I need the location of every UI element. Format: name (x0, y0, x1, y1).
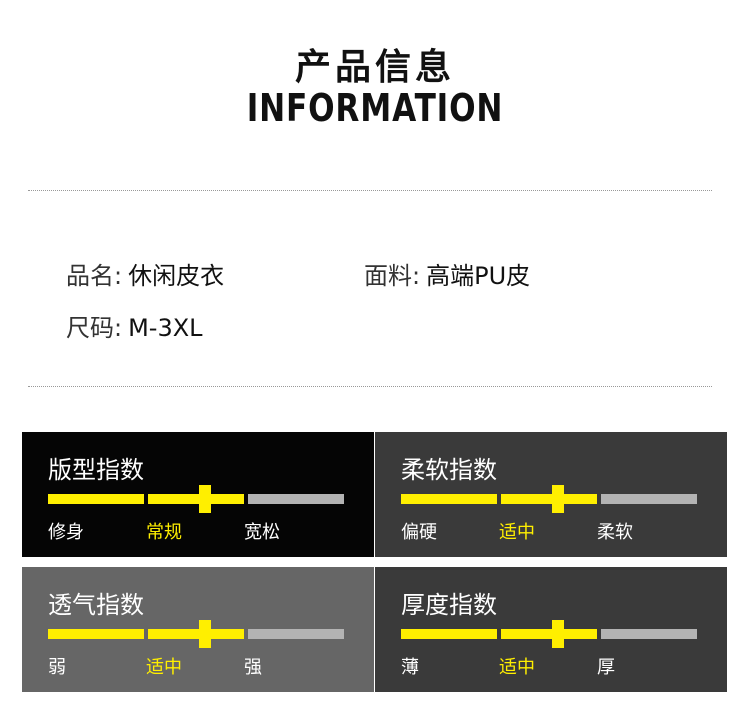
bar-segment-middle (501, 494, 597, 504)
bar-segment-left (48, 494, 144, 504)
info-size-value: M-3XL (128, 314, 203, 342)
scale-label-low: 弱 (48, 657, 66, 678)
bar-segment-left (48, 629, 144, 639)
index-bar (401, 485, 697, 513)
bar-segment-middle (148, 629, 244, 639)
info-material-label: 面料: (364, 262, 421, 290)
scale-label-low: 偏硬 (401, 522, 437, 543)
scale-label-high: 强 (244, 657, 262, 678)
page-title-en: INFORMATION (246, 86, 504, 130)
panel-title: 厚度指数 (401, 591, 497, 619)
info-size-label: 尺码: (66, 314, 123, 342)
panel-thickness-index: 厚度指数 薄 适中 厚 (375, 567, 727, 692)
page-title-cn: 产品信息 (294, 47, 455, 88)
scale-label-mid: 常规 (146, 522, 182, 543)
info-name-label: 品名: (66, 262, 123, 290)
bar-segment-middle (501, 629, 597, 639)
panel-fit-index: 版型指数 修身 常规 宽松 (22, 432, 374, 557)
panel-title: 版型指数 (48, 456, 144, 484)
scale-label-high: 宽松 (244, 522, 280, 543)
bar-segment-right (601, 629, 697, 639)
panel-title: 透气指数 (48, 591, 144, 619)
bar-segment-left (401, 629, 497, 639)
index-bar (48, 485, 344, 513)
index-marker (198, 620, 211, 648)
scale-label-low: 薄 (401, 657, 419, 678)
info-material-value: 高端PU皮 (426, 262, 531, 290)
bar-segment-right (248, 494, 344, 504)
info-name-row: 品名:休闲皮衣 (66, 256, 224, 291)
bar-segment-middle (148, 494, 244, 504)
scale-label-high: 厚 (597, 657, 615, 678)
scale-label-high: 柔软 (597, 522, 633, 543)
index-marker (551, 485, 564, 513)
bar-segment-left (401, 494, 497, 504)
index-marker (551, 620, 564, 648)
index-bar (401, 620, 697, 648)
scale-label-mid: 适中 (146, 657, 182, 678)
scale-label-mid: 适中 (499, 522, 535, 543)
divider-bottom (28, 386, 712, 387)
index-bar (48, 620, 344, 648)
panel-softness-index: 柔软指数 偏硬 适中 柔软 (375, 432, 727, 557)
panel-breathability-index: 透气指数 弱 适中 强 (22, 567, 374, 692)
bar-segment-right (601, 494, 697, 504)
bar-segment-right (248, 629, 344, 639)
divider-top (28, 190, 712, 191)
info-size-row: 尺码:M-3XL (66, 308, 203, 343)
info-name-value: 休闲皮衣 (128, 262, 225, 290)
scale-label-low: 修身 (48, 522, 84, 543)
scale-label-mid: 适中 (499, 657, 535, 678)
panel-title: 柔软指数 (401, 456, 497, 484)
index-marker (198, 485, 211, 513)
info-material-row: 面料:高端PU皮 (364, 256, 530, 291)
